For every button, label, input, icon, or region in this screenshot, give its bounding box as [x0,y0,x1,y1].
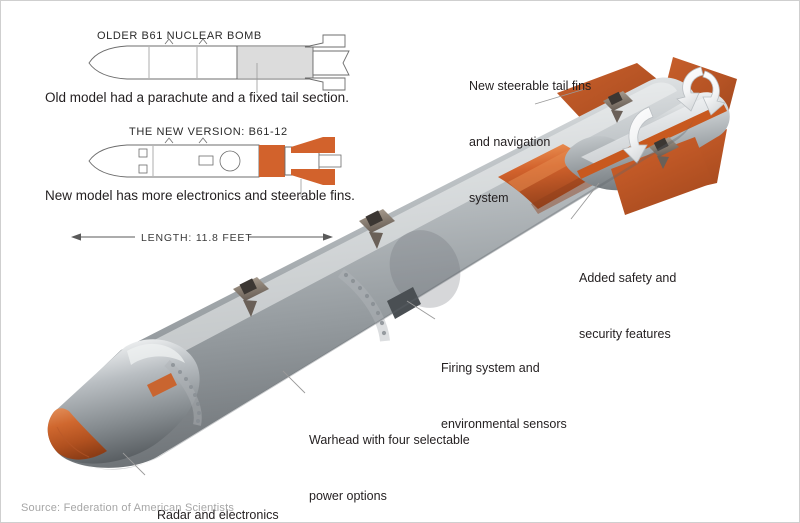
length-dimension-label: LENGTH: 11.8 FEET [141,232,253,244]
new-bomb-caption: New model has more electronics and steer… [45,188,355,203]
leader-warhead [282,370,306,394]
rotation-arrow-left [622,106,654,164]
nose-orange-panel [147,373,177,397]
lug-fitting-forward [233,277,269,317]
leader-firing-system [406,300,436,320]
tail-orange-spine [577,103,727,179]
older-bomb-title: OLDER B61 NUCLEAR BOMB [97,30,262,42]
annotation-warhead: Warhead with four selectable power optio… [309,393,470,522]
leader-safety [570,182,600,220]
lug-fitting-mid [359,209,395,249]
older-bomb-caption: Old model had a parachute and a fixed ta… [45,90,349,105]
new-bomb-title: THE NEW VERSION: B61-12 [129,126,288,138]
rotation-arrow-right [676,66,726,116]
small-diagram-new-b61-12 [88,137,342,197]
leader-tail-fins [534,88,586,105]
annotation-safety-line-2: security features [579,326,671,341]
tail-fin-upper-far [557,63,667,125]
leader-radar [122,452,146,476]
annotation-warhead-line-1: Warhead with four selectable [309,432,470,447]
tail-fin-lower-near [611,137,713,215]
rivet-ring-mid [337,269,390,342]
annotation-tail-fins-line-1: New steerable tail fins [469,78,592,93]
annotation-warhead-line-2: power options [309,488,387,503]
annotation-tail-fins-line-2: and navigation [469,134,551,149]
annotation-leader-lines [122,88,600,476]
source-credit: Source: Federation of American Scientist… [21,502,235,514]
rivet-ring-forward [164,360,202,426]
annotation-firing-system: Firing system and environmental sensors [441,321,567,471]
body-shading [389,230,461,308]
annotation-firing-system-line-2: environmental sensors [441,416,567,431]
annotation-firing-system-line-1: Firing system and [441,360,540,375]
lug-fitting-tail-upper [603,91,633,123]
lug-fitting-tail-lower [649,137,679,169]
radar-nose-tip [47,408,107,460]
annotation-tail-fins: New steerable tail fins and navigation s… [469,39,591,245]
small-diagram-older-b61 [88,34,350,93]
annotation-radar: Radar and electronics [157,468,279,522]
annotation-radar-line-1: Radar and electronics [157,507,279,522]
annotation-tail-fins-line-3: system [469,191,509,205]
firing-system-panel [387,287,421,319]
annotation-safety-line-1: Added safety and [579,270,677,285]
annotation-safety: Added safety and security features [579,231,676,381]
length-dimension-arrow [71,233,333,241]
main-bomb-body [47,57,737,470]
